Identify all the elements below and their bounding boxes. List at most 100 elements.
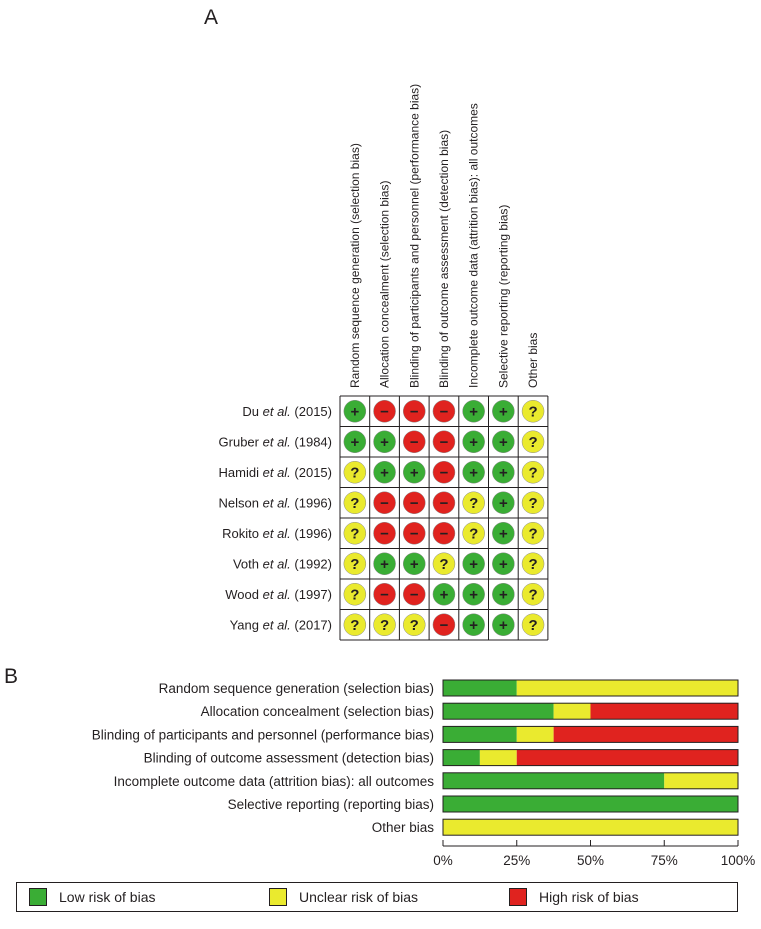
risk-circle — [373, 522, 396, 545]
risk-cell-high: − — [403, 583, 426, 606]
risk-symbol: − — [410, 586, 419, 603]
study-label: Voth et al. (1992) — [233, 556, 332, 571]
column-header: Selective reporting (reporting bias) — [496, 205, 510, 388]
risk-symbol: − — [440, 495, 449, 512]
bar-category-label: Blinding of participants and personnel (… — [92, 727, 434, 742]
risk-circle — [432, 461, 456, 484]
legend: Low risk of bias Unclear risk of bias Hi… — [16, 882, 738, 912]
risk-cell-unclear: ? — [521, 613, 545, 636]
risk-circle — [492, 522, 515, 545]
risk-symbol: + — [499, 586, 508, 603]
risk-circle — [462, 583, 485, 606]
risk-circle — [373, 491, 396, 514]
bar-outline — [442, 702, 739, 720]
risk-symbol: − — [410, 525, 419, 542]
risk-circle — [462, 430, 485, 453]
study-label: Du et al. (2015) — [242, 404, 332, 419]
risk-circle — [462, 400, 485, 423]
risk-circle — [373, 400, 396, 423]
study-label: Hamidi et al. (2015) — [219, 465, 332, 480]
risk-symbol: + — [469, 617, 478, 634]
risk-symbol: + — [410, 464, 419, 481]
risk-circle — [403, 522, 426, 545]
risk-cell-low: + — [373, 461, 396, 484]
risk-symbol: ? — [350, 617, 359, 634]
risk-cell-low: + — [462, 400, 485, 423]
risk-symbol: ? — [350, 586, 359, 603]
risk-circle — [343, 613, 367, 636]
risk-symbol: − — [380, 403, 389, 420]
risk-cell-low: + — [403, 552, 426, 575]
risk-circle — [492, 613, 515, 636]
bar-outline — [442, 749, 739, 767]
risk-cell-high: − — [432, 613, 456, 636]
risk-symbol: ? — [528, 434, 537, 451]
risk-symbol: + — [469, 586, 478, 603]
x-tick-label: 75% — [651, 853, 678, 868]
bar-outline — [442, 818, 739, 836]
risk-symbol: ? — [350, 495, 359, 512]
risk-symbol: + — [350, 434, 359, 451]
risk-symbol: ? — [528, 525, 537, 542]
risk-cell-unclear: ? — [521, 522, 545, 545]
risk-symbol: + — [499, 434, 508, 451]
column-header: Incomplete outcome data (attrition bias)… — [467, 103, 481, 388]
risk-cell-unclear: ? — [521, 583, 545, 606]
risk-cell-unclear: ? — [521, 400, 545, 423]
risk-cell-high: − — [432, 461, 456, 484]
risk-cell-low: + — [462, 552, 485, 575]
risk-cell-low: + — [373, 552, 396, 575]
risk-cell-high: − — [432, 400, 456, 423]
bar-category-label: Blinding of outcome assessment (detectio… — [144, 751, 434, 766]
risk-circle — [432, 430, 456, 453]
study-label: Gruber et al. (1984) — [219, 434, 332, 449]
risk-circle — [432, 491, 456, 514]
risk-circle — [492, 491, 515, 514]
risk-symbol: − — [440, 403, 449, 420]
legend-item-high: High risk of bias — [509, 883, 639, 911]
risk-symbol: ? — [528, 617, 537, 634]
risk-cell-high: − — [373, 522, 396, 545]
risk-circle — [521, 400, 545, 423]
risk-cell-unclear: ? — [521, 491, 545, 514]
risk-symbol: + — [499, 495, 508, 512]
risk-symbol: ? — [410, 617, 419, 634]
risk-cell-unclear: ? — [462, 522, 485, 545]
risk-cell-low: + — [492, 552, 515, 575]
risk-circle — [432, 522, 456, 545]
bar-category-label: Incomplete outcome data (attrition bias)… — [114, 774, 435, 789]
risk-cell-low: + — [492, 583, 515, 606]
risk-cell-low: + — [492, 400, 515, 423]
risk-symbol: ? — [350, 464, 359, 481]
column-header: Random sequence generation (selection bi… — [348, 143, 362, 388]
risk-symbol: − — [440, 464, 449, 481]
risk-circle — [373, 583, 396, 606]
risk-symbol: + — [380, 434, 389, 451]
bar-category-label: Other bias — [372, 820, 435, 835]
risk-symbol: ? — [439, 556, 448, 573]
risk-circle — [432, 613, 456, 636]
risk-cell-low: + — [492, 613, 515, 636]
risk-cell-unclear: ? — [521, 552, 545, 575]
risk-symbol: − — [410, 403, 419, 420]
risk-circle — [492, 400, 515, 423]
bar-segment — [516, 726, 554, 743]
bar-category-label: Random sequence generation (selection bi… — [159, 681, 434, 696]
study-label: Wood et al. (1997) — [225, 587, 332, 602]
risk-symbol: + — [469, 464, 478, 481]
risk-cell-low: + — [343, 400, 367, 423]
risk-cell-low: + — [492, 491, 515, 514]
risk-circle — [432, 552, 456, 575]
column-header: Blinding of outcome assessment (detectio… — [437, 130, 451, 388]
risk-symbol: ? — [528, 464, 537, 481]
risk-circle — [343, 400, 367, 423]
risk-circle — [462, 491, 485, 514]
legend-label-unclear: Unclear risk of bias — [299, 889, 419, 905]
legend-swatch-low — [29, 888, 47, 906]
risk-symbol: + — [440, 586, 449, 603]
risk-circle — [521, 461, 545, 484]
risk-symbol: + — [410, 556, 419, 573]
bar-outline — [442, 772, 739, 790]
risk-symbol: + — [499, 464, 508, 481]
